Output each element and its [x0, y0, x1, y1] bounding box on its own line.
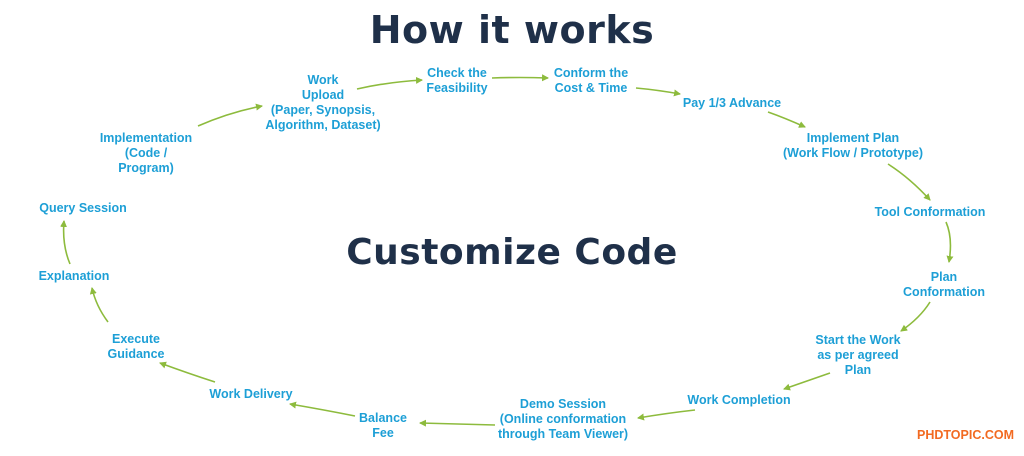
step-work-completion: Work Completion: [687, 393, 790, 408]
step-label-line: Plan: [930, 270, 958, 284]
center-label: Customize Code: [346, 232, 678, 273]
step-label-line: Balance: [359, 411, 407, 425]
flow-arrow: [900, 301, 931, 332]
flow-arrow: [289, 401, 356, 417]
flow-arrow: [356, 76, 423, 90]
step-label-line: (Work Flow / Prototype): [782, 146, 924, 160]
step-label-line: Implement Plan: [806, 131, 900, 145]
step-label-line: Program): [118, 161, 174, 175]
step-label-line: Plan: [844, 363, 872, 377]
step-label-line: Execute: [112, 332, 160, 346]
flow-arrow: [635, 87, 681, 97]
step-label-line: Query Session: [39, 201, 127, 215]
step-label-line: Conformation: [903, 285, 985, 299]
step-work-delivery: Work Delivery: [209, 387, 292, 402]
step-label-line: Feasibility: [426, 81, 488, 95]
flow-arrow: [887, 163, 931, 201]
flow-arrow: [637, 409, 696, 421]
step-label-line: (Code /: [124, 146, 168, 160]
step-label-line: Work Completion: [687, 393, 791, 407]
flow-arrow: [783, 372, 831, 391]
step-label-line: Start the Work: [815, 333, 901, 347]
step-label-line: (Online conformation: [499, 412, 627, 426]
step-label-line: Conform the: [553, 66, 629, 80]
step-label-line: Explanation: [38, 269, 110, 283]
step-label-line: Fee: [372, 426, 394, 440]
step-query-session: Query Session: [39, 201, 127, 216]
step-label-line: as per agreed: [817, 348, 899, 362]
flow-arrow: [89, 287, 109, 323]
step-label-line: through Team Viewer): [497, 427, 629, 441]
step-pay-advance: Pay 1/3 Advance: [683, 96, 781, 111]
step-label-line: Work: [307, 73, 339, 87]
flow-arrow: [60, 220, 71, 265]
flow-arrow: [197, 103, 263, 127]
step-implement-plan: Implement Plan(Work Flow / Prototype): [783, 131, 923, 161]
page-title: How it works: [369, 8, 655, 52]
step-label-line: Cost & Time: [554, 81, 628, 95]
step-label-line: Pay 1/3 Advance: [682, 96, 782, 110]
flow-arrow: [159, 361, 216, 383]
step-label-line: Check the: [427, 66, 487, 80]
flow-arrow: [419, 419, 496, 427]
step-implementation: Implementation(Code /Program): [100, 131, 192, 176]
step-label-line: (Paper, Synopsis,: [270, 103, 376, 117]
step-label-line: Implementation: [99, 131, 193, 145]
step-tool-conformation: Tool Conformation: [875, 205, 986, 220]
brand-watermark: PHDTOPIC.COM: [917, 428, 1014, 442]
step-label-line: Upload: [301, 88, 345, 102]
flow-arrow: [767, 111, 806, 128]
step-label-line: Tool Conformation: [874, 205, 986, 219]
flow-arrow: [491, 74, 549, 82]
step-label-line: Demo Session: [519, 397, 607, 411]
step-label-line: Work Delivery: [209, 387, 293, 401]
step-explanation: Explanation: [39, 269, 110, 284]
step-label-line: Guidance: [107, 347, 165, 361]
flow-arrow: [945, 221, 954, 263]
step-label-line: Algorithm, Dataset): [265, 118, 381, 132]
